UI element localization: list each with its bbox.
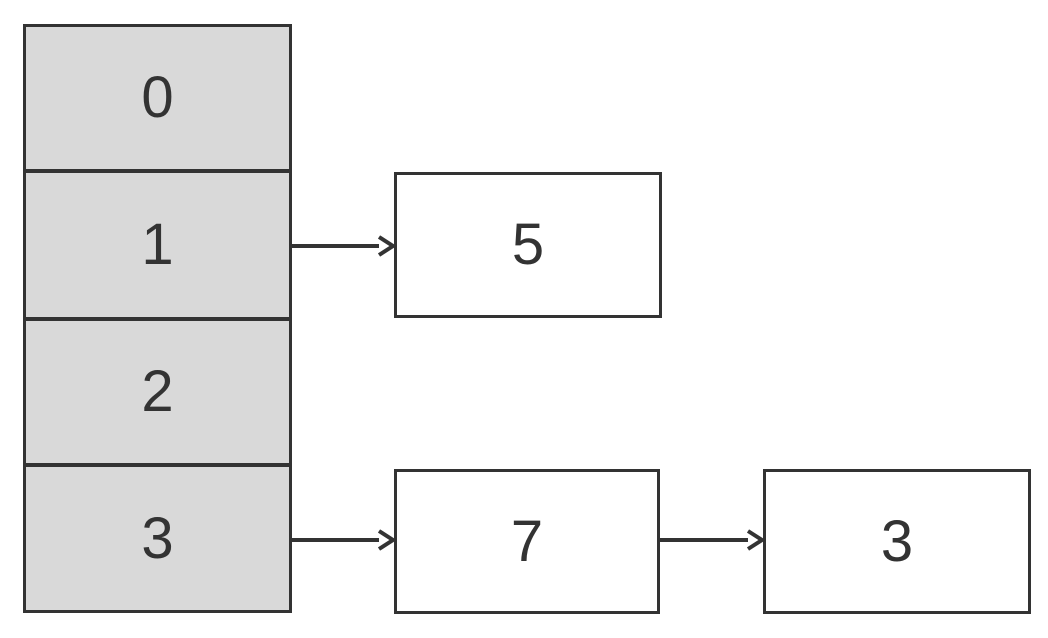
list-node-5: 5	[394, 172, 662, 318]
node-value-7: 7	[510, 508, 544, 574]
node-value-5: 5	[511, 212, 545, 277]
list-node-7: 7	[394, 469, 660, 614]
bucket-label-0: 0	[141, 65, 174, 130]
list-node-3: 3	[763, 469, 1031, 614]
bucket-cell-2: 2	[23, 318, 292, 466]
bucket-label-2: 2	[141, 359, 174, 424]
bucket-cell-1: 1	[23, 170, 292, 320]
bucket-label-1: 1	[141, 212, 174, 277]
bucket-cell-3: 3	[23, 464, 292, 613]
bucket-cell-0: 0	[23, 24, 292, 172]
bucket-label-3: 3	[141, 505, 174, 571]
node-value-3: 3	[880, 508, 914, 574]
